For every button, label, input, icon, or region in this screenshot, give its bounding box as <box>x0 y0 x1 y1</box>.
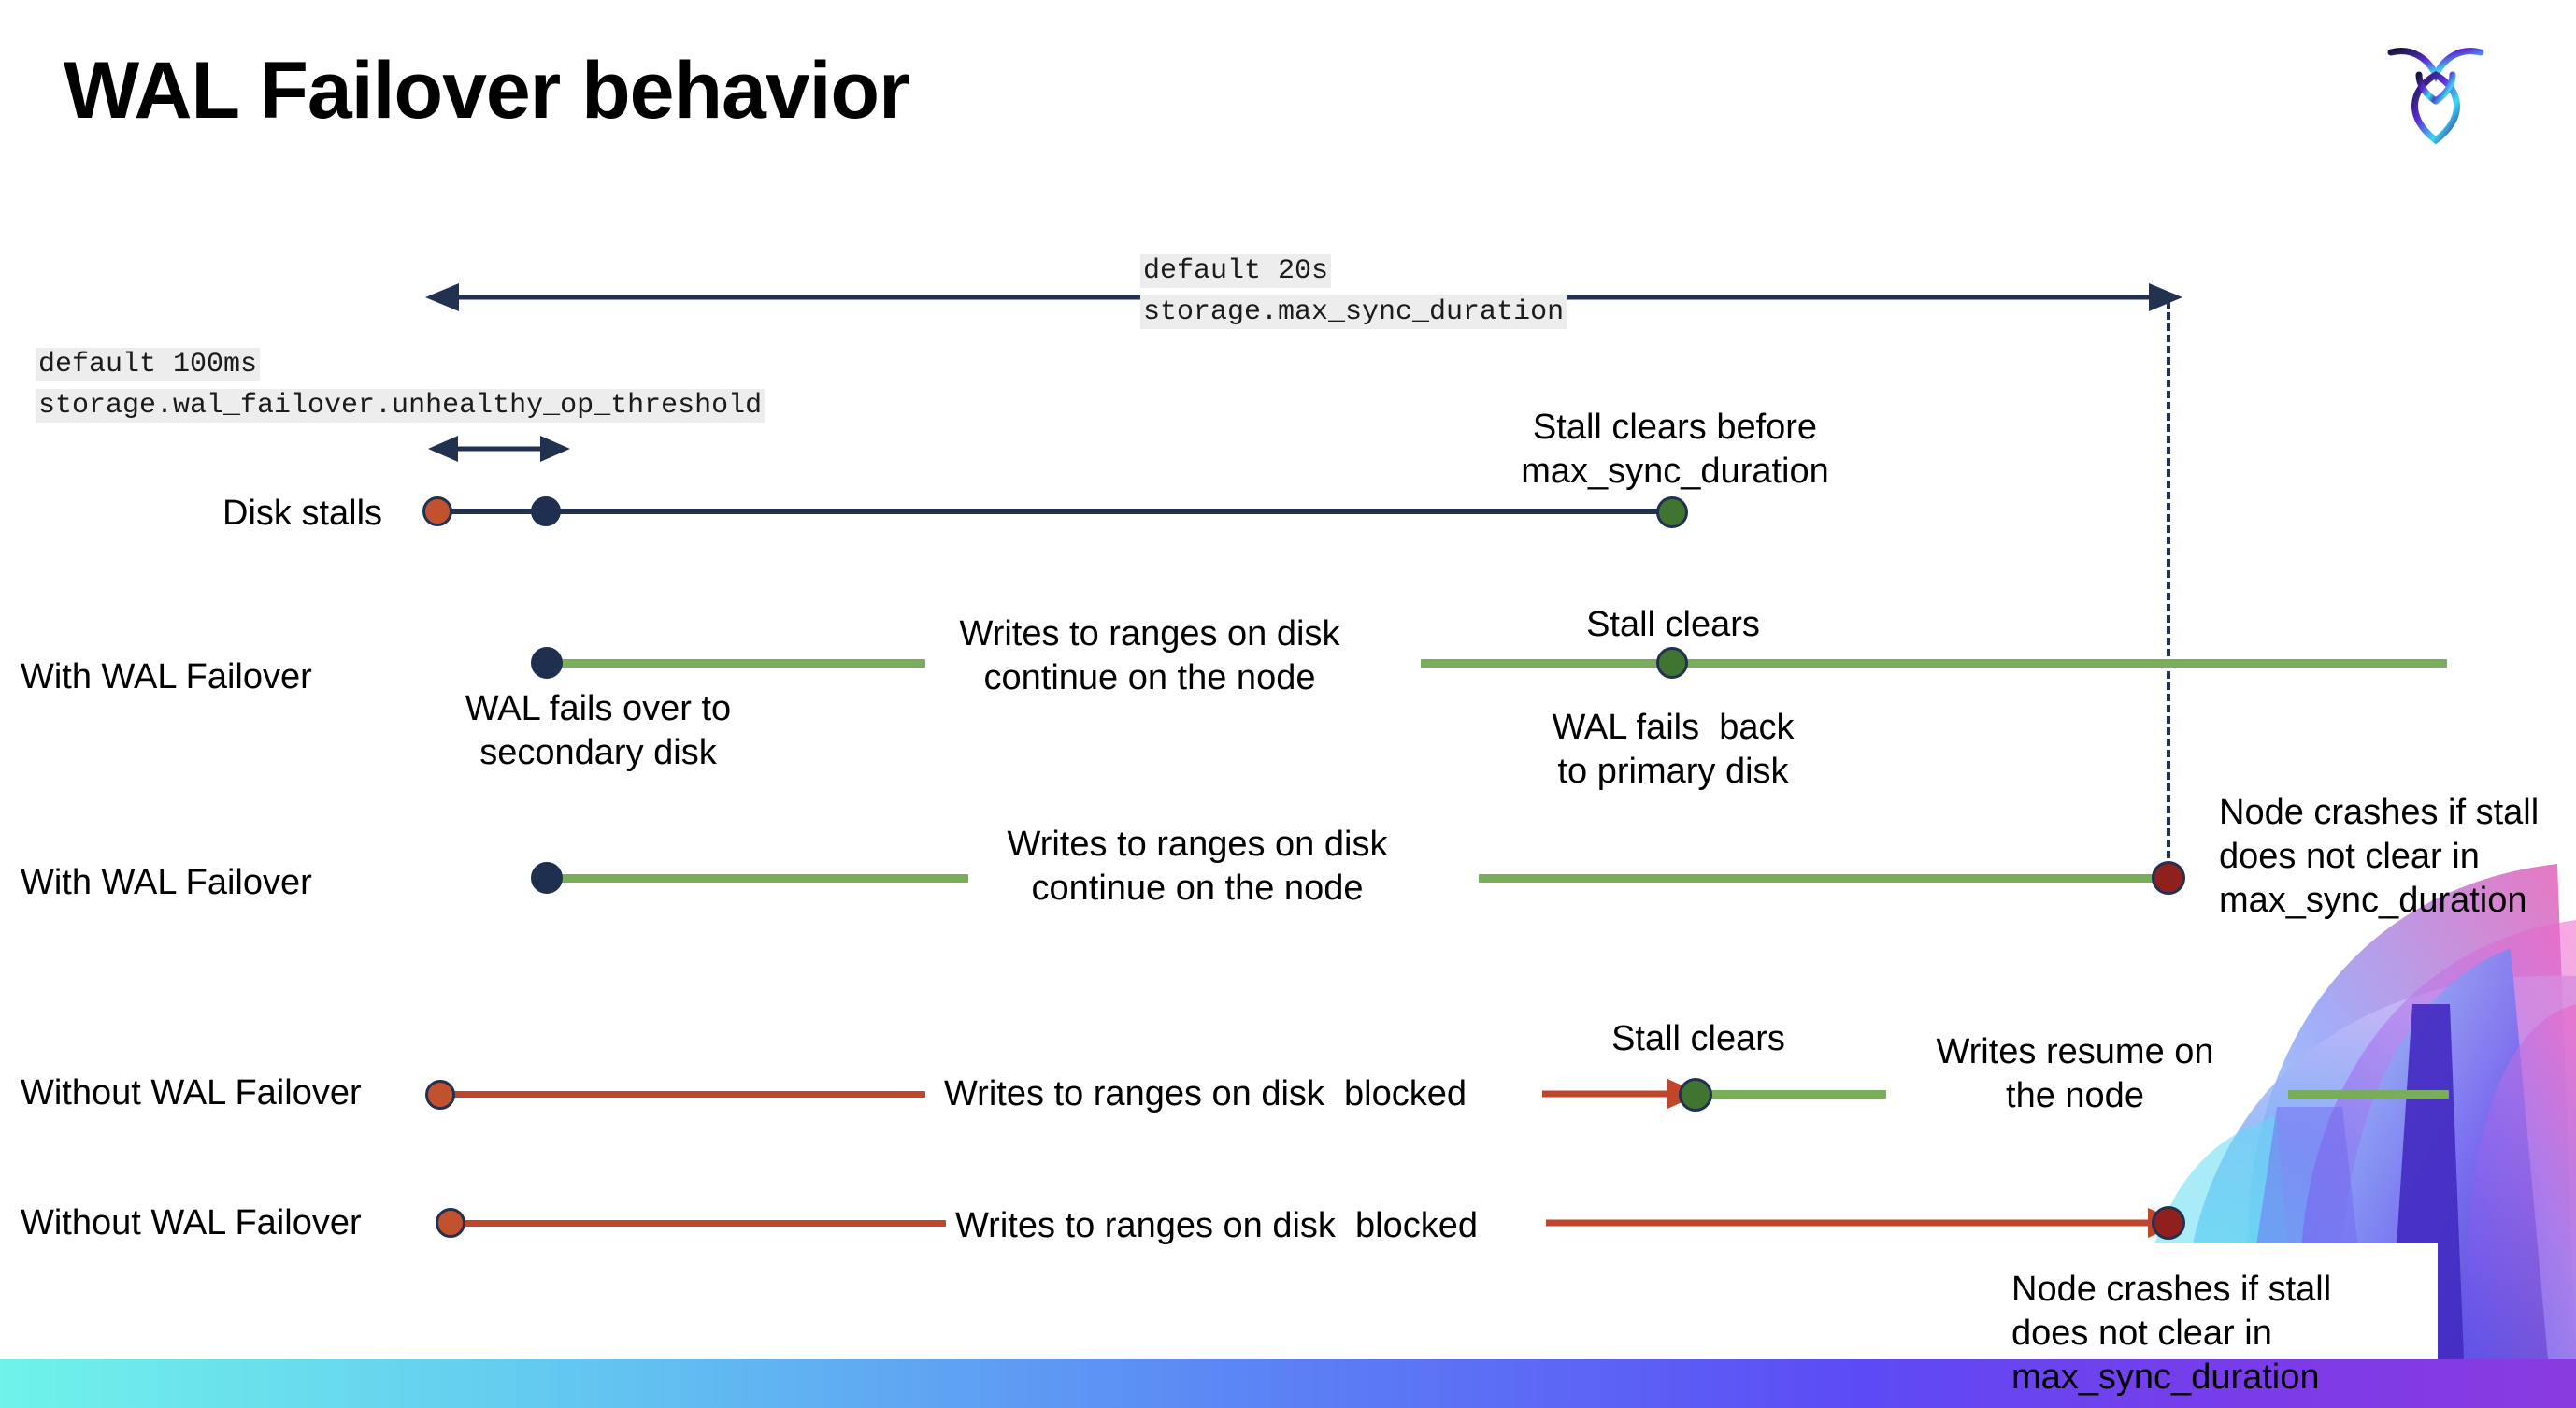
unhealthy-op-threshold-arrow <box>428 432 570 466</box>
note-wal-fails-over: WAL fails over to secondary disk <box>465 689 732 772</box>
with-wal-failover-2-segment-left <box>548 874 968 883</box>
callout-default-100ms: default 100ms <box>36 348 261 381</box>
callout-default-20s: default 20s <box>1140 254 1332 288</box>
callout-max-sync-duration: storage.max_sync_duration <box>1140 295 1567 329</box>
disk-stalls-timeline <box>439 509 1673 514</box>
bottom-gradient-bar <box>0 1359 2576 1408</box>
without-wal-failover-2-blocked-arrow <box>1546 1206 2182 1240</box>
note-writes-resume: Writes resume on the node <box>1936 1032 2214 1115</box>
unhealthy-op-threshold-callout: default 100ms storage.wal_failover.unhea… <box>36 344 766 426</box>
row-label-with-wal-failover-2: With WAL Failover <box>21 863 312 902</box>
note-writes-blocked-1: Writes to ranges on disk blocked <box>944 1074 1467 1113</box>
with-wal-failover-1-failover-dot <box>531 647 563 679</box>
note-stall-clears-2: Stall clears <box>1611 1019 1785 1058</box>
row-label-with-wal-failover-1: With WAL Failover <box>21 657 312 697</box>
max-sync-duration-callout: default 20s storage.max_sync_duration <box>1140 251 1567 333</box>
disk-stalls-start-dot <box>422 496 452 526</box>
with-wal-failover-1-segment-right <box>1421 659 2447 668</box>
row-label-without-wal-failover-2: Without WAL Failover <box>21 1203 362 1243</box>
with-wal-failover-2-crash-dot <box>2152 861 2185 895</box>
without-wal-failover-1-blocked-arrow <box>1542 1077 1701 1111</box>
note-wal-fails-back: WAL fails back to primary disk <box>1552 708 1795 791</box>
without-wal-failover-2-blocked-segment-left <box>460 1220 946 1227</box>
note-writes-blocked-2: Writes to ranges on disk blocked <box>955 1206 1479 1245</box>
with-wal-failover-1-clear-dot <box>1656 647 1688 679</box>
without-wal-failover-1-start-dot <box>425 1080 455 1110</box>
row-label-disk-stalls: Disk stalls <box>222 494 383 533</box>
note-node-crashes-1: Node crashes if stall does not clear in … <box>2219 793 2540 920</box>
without-wal-failover-1-blocked-segment <box>449 1091 925 1098</box>
with-wal-failover-1-segment-left <box>548 659 925 668</box>
without-wal-failover-1-resume-segment <box>1699 1090 1886 1099</box>
note-stall-clears-before: Stall clears before max_sync_duration <box>1521 408 1829 491</box>
disk-stalls-failover-dot <box>531 496 561 526</box>
without-wal-failover-2-start-dot <box>436 1208 465 1238</box>
note-stall-clears-1: Stall clears <box>1586 605 1760 644</box>
cockroachdb-logo-icon <box>2382 28 2490 146</box>
note-writes-continue-1: Writes to ranges on disk continue on the… <box>959 614 1340 697</box>
with-wal-failover-2-segment-right <box>1479 874 2180 883</box>
without-wal-failover-2-crash-dot <box>2152 1206 2185 1240</box>
with-wal-failover-2-failover-dot <box>531 862 563 894</box>
note-node-crashes-2: Node crashes if stall does not clear in … <box>2011 1270 2332 1397</box>
without-wal-failover-1-resume-segment-far <box>2288 1090 2449 1099</box>
note-writes-continue-2: Writes to ranges on disk continue on the… <box>1007 825 1388 908</box>
page-title: WAL Failover behavior <box>64 46 910 136</box>
without-wal-failover-1-clear-dot <box>1679 1078 1712 1112</box>
callout-unhealthy-op-threshold: storage.wal_failover.unhealthy_op_thresh… <box>36 389 766 423</box>
max-sync-duration-dashed-guide <box>2167 301 2170 881</box>
row-label-without-wal-failover-1: Without WAL Failover <box>21 1073 362 1113</box>
disk-stalls-clear-dot <box>1656 496 1688 528</box>
